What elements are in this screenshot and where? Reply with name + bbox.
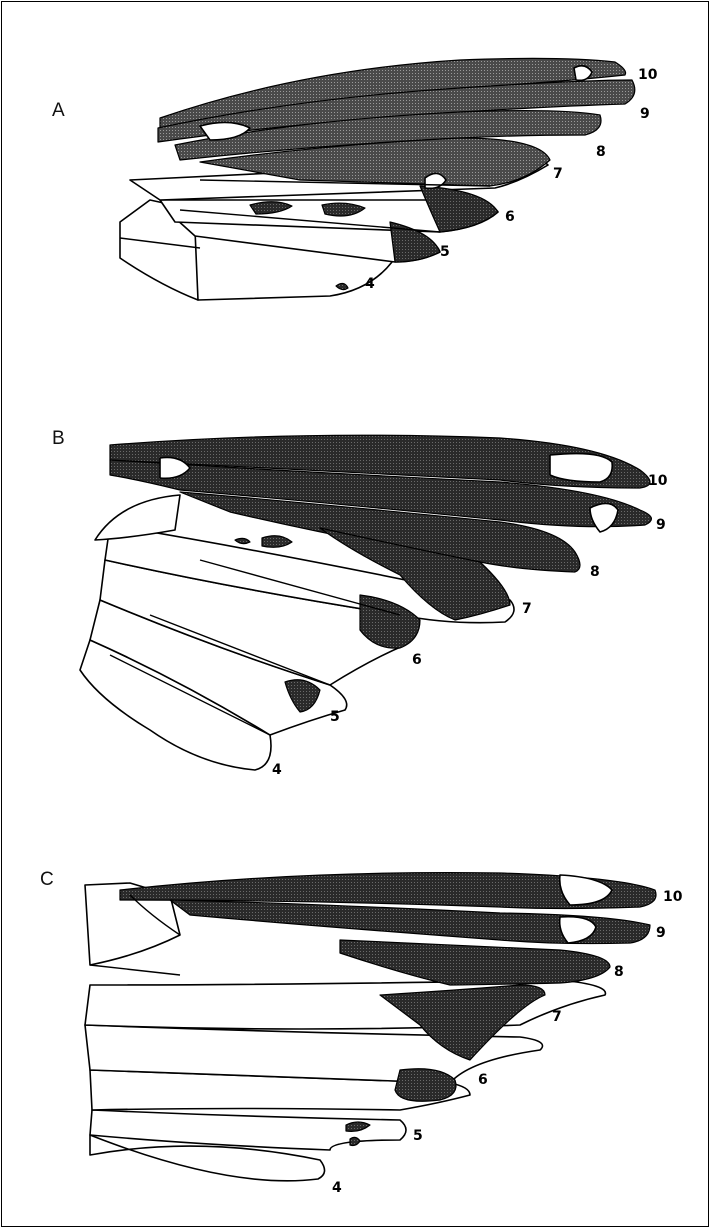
spot xyxy=(235,538,250,543)
spot xyxy=(350,1137,360,1145)
label-10: 10 xyxy=(638,67,658,83)
panel-b: B 10 9 8 7 6 5 4 xyxy=(0,400,712,780)
label-6: 6 xyxy=(412,652,422,668)
white-patch xyxy=(550,454,612,482)
feather-8-dark xyxy=(340,940,610,985)
label-4: 4 xyxy=(332,1180,342,1196)
label-4: 4 xyxy=(272,762,282,778)
white-patch xyxy=(590,503,618,532)
wing-diagram-c: 10 9 8 7 6 5 4 xyxy=(0,855,712,1225)
label-9: 9 xyxy=(656,517,666,533)
label-7: 7 xyxy=(553,166,563,182)
spot xyxy=(262,536,292,548)
label-7: 7 xyxy=(522,601,532,617)
wing-diagram-a: 10 9 8 7 6 5 4 xyxy=(0,0,712,330)
label-6: 6 xyxy=(505,209,515,225)
label-6: 6 xyxy=(478,1072,488,1088)
label-5: 5 xyxy=(330,709,340,725)
label-9: 9 xyxy=(640,106,650,122)
wing-diagram-b: 10 9 8 7 6 5 4 xyxy=(0,400,712,780)
label-5: 5 xyxy=(413,1128,423,1144)
feather-upper xyxy=(95,495,180,540)
label-8: 8 xyxy=(614,964,624,980)
panel-a: A 10 9 8 7 6 5 4 xyxy=(0,0,712,330)
label-10: 10 xyxy=(648,473,668,489)
feather-6-dark xyxy=(395,1069,456,1102)
label-5: 5 xyxy=(440,244,450,260)
label-8: 8 xyxy=(590,564,600,580)
label-9: 9 xyxy=(656,925,666,941)
label-10: 10 xyxy=(663,889,683,905)
label-7: 7 xyxy=(552,1009,562,1025)
label-4: 4 xyxy=(365,276,375,292)
label-8: 8 xyxy=(596,144,606,160)
panel-c: C 10 9 8 7 6 5 4 xyxy=(0,855,712,1225)
